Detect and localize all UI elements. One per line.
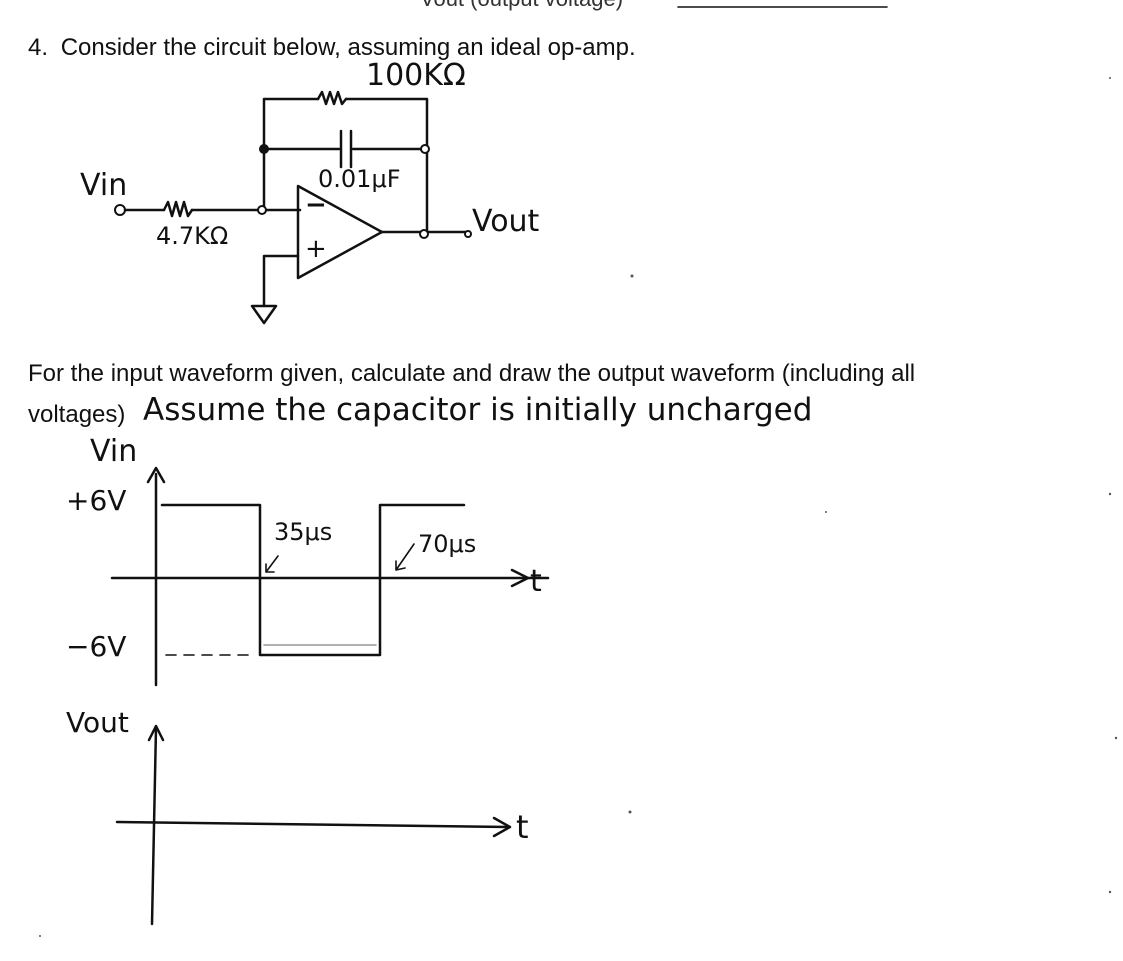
- t1-label: 35μs: [274, 518, 333, 546]
- circuit-diagram: [114, 90, 472, 325]
- vout-circuit-label: Vout: [472, 204, 540, 239]
- vout-axis-y-arrow: [147, 724, 165, 742]
- opamp-triangle: [296, 184, 384, 280]
- ground-symbol: [250, 304, 278, 325]
- inverting-node: [257, 205, 267, 215]
- vout-axis-x: [115, 820, 510, 829]
- plus6v-label: +6V: [66, 484, 127, 517]
- instruction-handwritten: Assume the capacitor is initially unchar…: [143, 392, 813, 428]
- t2-label: 70μs: [418, 530, 477, 558]
- output-node: [419, 229, 429, 239]
- question-number: 4.: [28, 34, 49, 61]
- vout-axis-x-arrow: [492, 816, 512, 838]
- vout-axis-label: Vout: [66, 706, 129, 739]
- feedback-resistor-label: 100KΩ: [366, 58, 466, 93]
- input-resistor-label: 4.7KΩ: [156, 222, 229, 250]
- vin-axis-x-arrow: [510, 568, 530, 588]
- instruction-line-2: voltages): [28, 401, 126, 428]
- question-line: 4. Consider the circuit below, assuming …: [28, 34, 636, 62]
- capacitor-label: 0.01μF: [318, 165, 401, 193]
- t1-pointer: [265, 555, 279, 573]
- header-fragment: Vout (output voltage): [420, 0, 623, 12]
- vin-t-axis-label: t: [530, 564, 542, 599]
- t2-pointer: [395, 543, 415, 571]
- node-dot: [420, 144, 430, 154]
- feedback-resistor-symbol: [316, 90, 348, 106]
- input-graph: [110, 466, 550, 687]
- instruction-line-1: For the input waveform given, calculate …: [28, 360, 916, 387]
- vin-terminal: [114, 204, 126, 216]
- feedback-top-wire: [262, 97, 320, 212]
- input-resistor-symbol: [162, 200, 194, 218]
- junction-dot: [259, 144, 269, 154]
- vin-circuit-label: Vin: [80, 168, 128, 203]
- minus6v-label: −6V: [66, 630, 127, 663]
- vout-axis-y: [150, 726, 158, 926]
- opamp-plus-sign: +: [305, 234, 327, 264]
- vin-axis-label: Vin: [90, 434, 138, 469]
- opamp-minus-sign: −: [305, 190, 327, 220]
- output-graph: [115, 724, 512, 926]
- scan-specks: [39, 77, 1118, 937]
- ground-wire: [262, 254, 300, 308]
- vin-waveform: [160, 503, 466, 657]
- vout-t-axis-label: t: [516, 808, 529, 846]
- question-text: Consider the circuit below, assuming an …: [60, 34, 636, 61]
- vin-axis-y-arrow: [146, 466, 166, 484]
- vout-terminal: [464, 230, 472, 238]
